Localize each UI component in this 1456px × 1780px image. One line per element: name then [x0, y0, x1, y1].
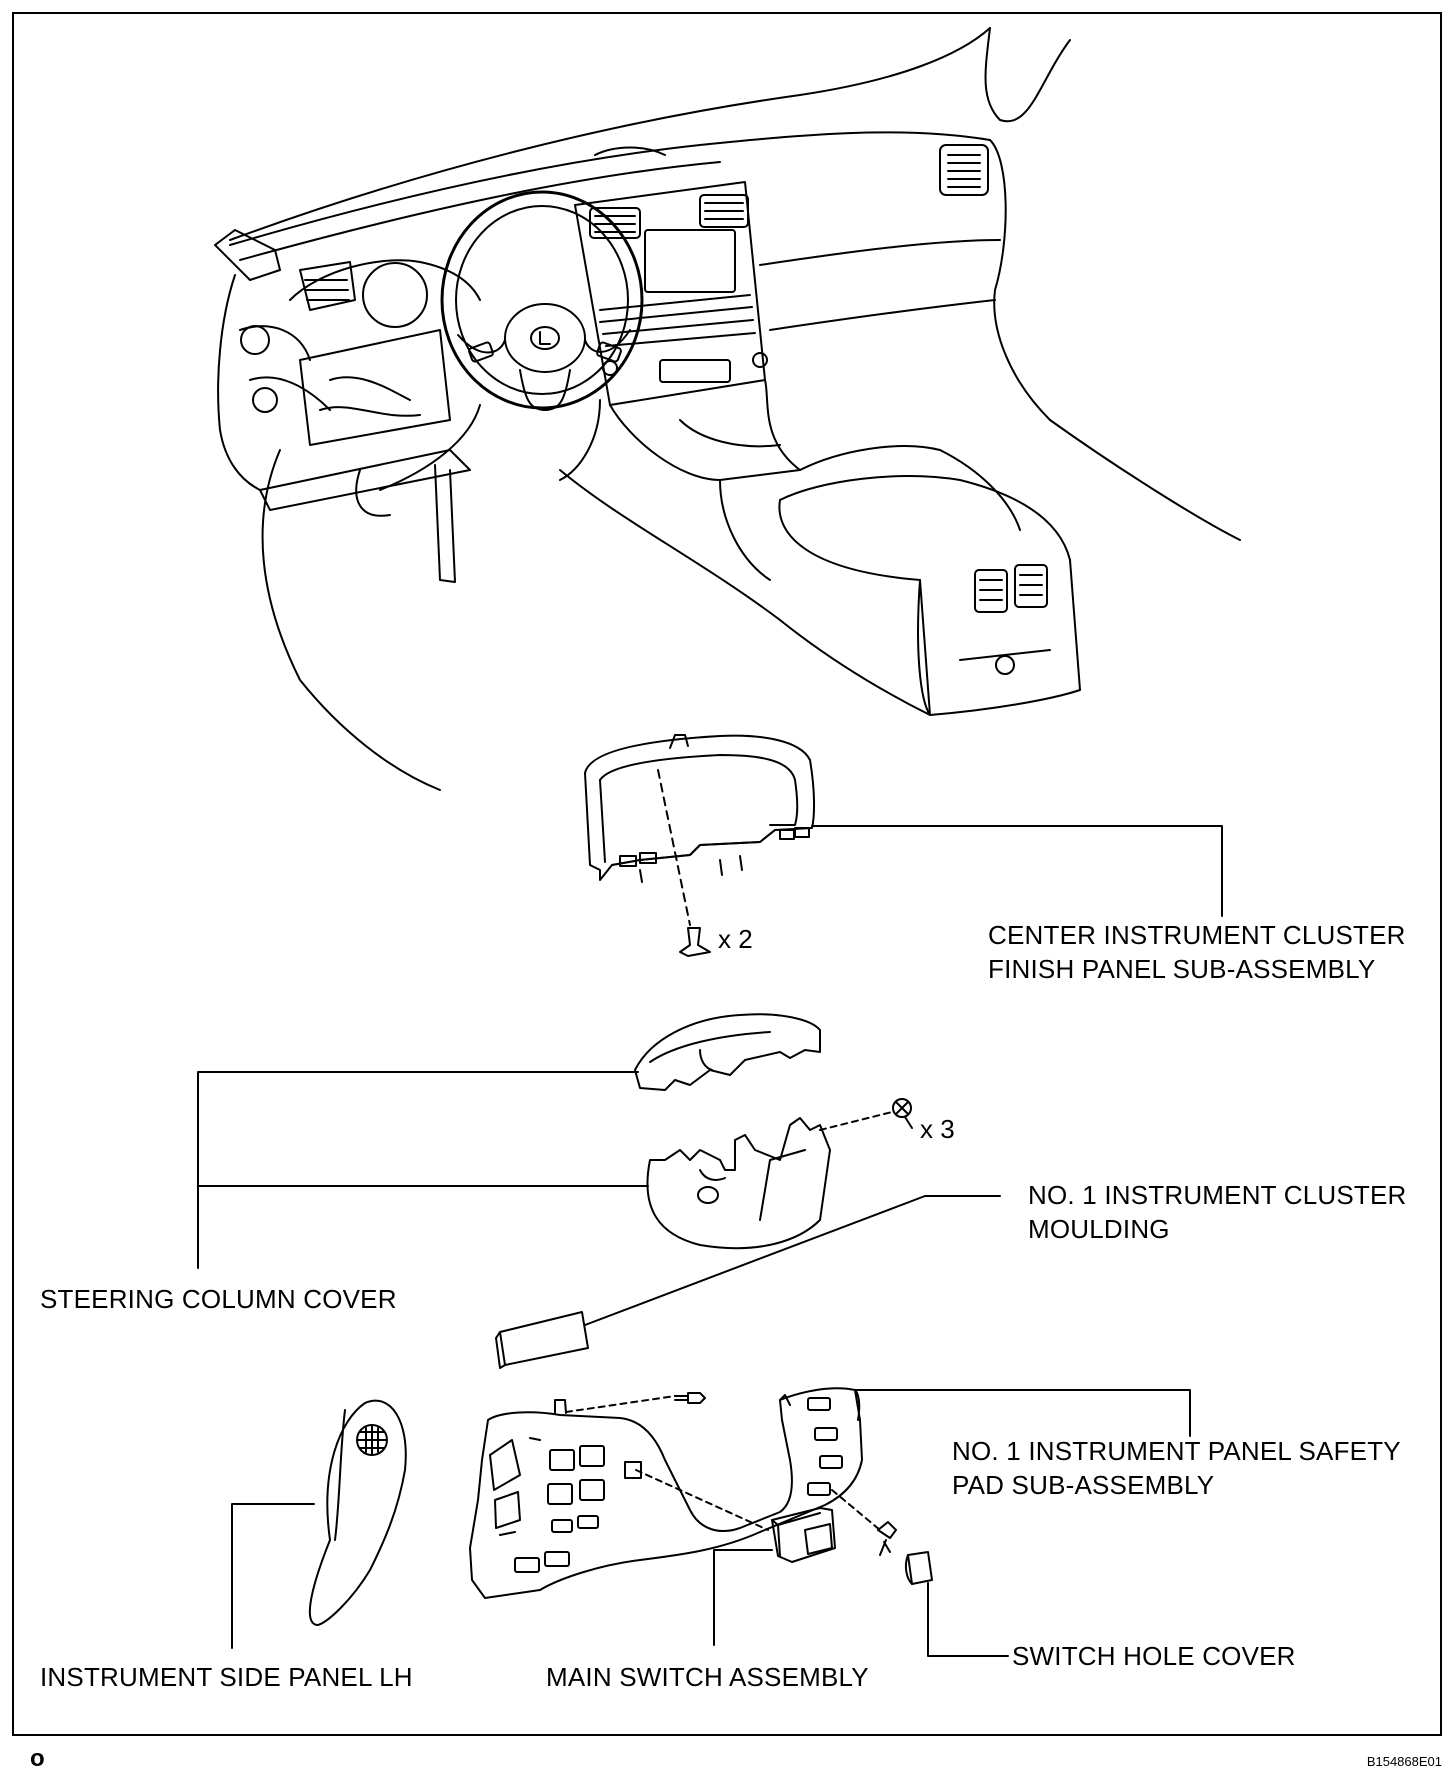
label-steering-column-cover: STEERING COLUMN COVER — [40, 1284, 397, 1314]
corner-mark: o — [30, 1745, 45, 1772]
main-switch-part — [635, 1469, 836, 1646]
label-clip-qty: x 2 — [718, 924, 753, 954]
label-side-panel: INSTRUMENT SIDE PANEL LH — [40, 1662, 413, 1692]
label-center-cluster-line1: CENTER INSTRUMENT CLUSTER — [988, 920, 1406, 950]
switch-hole-cover-part — [904, 1551, 1009, 1657]
side-panel-part — [231, 1399, 407, 1649]
label-screw-qty: x 3 — [920, 1114, 955, 1144]
steering-column-cover-part — [197, 1013, 913, 1269]
label-center-cluster-line2: FINISH PANEL SUB-ASSEMBLY — [988, 954, 1376, 984]
diagram-frame — [12, 12, 1442, 1736]
label-moulding-line1: NO. 1 INSTRUMENT CLUSTER — [1028, 1180, 1407, 1210]
label-switch-hole-cover: SWITCH HOLE COVER — [1012, 1641, 1296, 1671]
center-cluster-finish-panel-part — [584, 734, 1223, 957]
label-safety-pad-line2: PAD SUB-ASSEMBLY — [952, 1470, 1215, 1500]
label-main-switch: MAIN SWITCH ASSEMBLY — [546, 1662, 869, 1692]
instrument-cluster-moulding-part — [495, 1195, 1001, 1369]
dashboard-illustration — [214, 27, 1241, 791]
figure-code: B154868E01 — [1366, 1754, 1442, 1769]
label-moulding-line2: MOULDING — [1028, 1214, 1170, 1244]
label-safety-pad-line1: NO. 1 INSTRUMENT PANEL SAFETY — [952, 1436, 1401, 1466]
safety-pad-part — [469, 1387, 1191, 1599]
